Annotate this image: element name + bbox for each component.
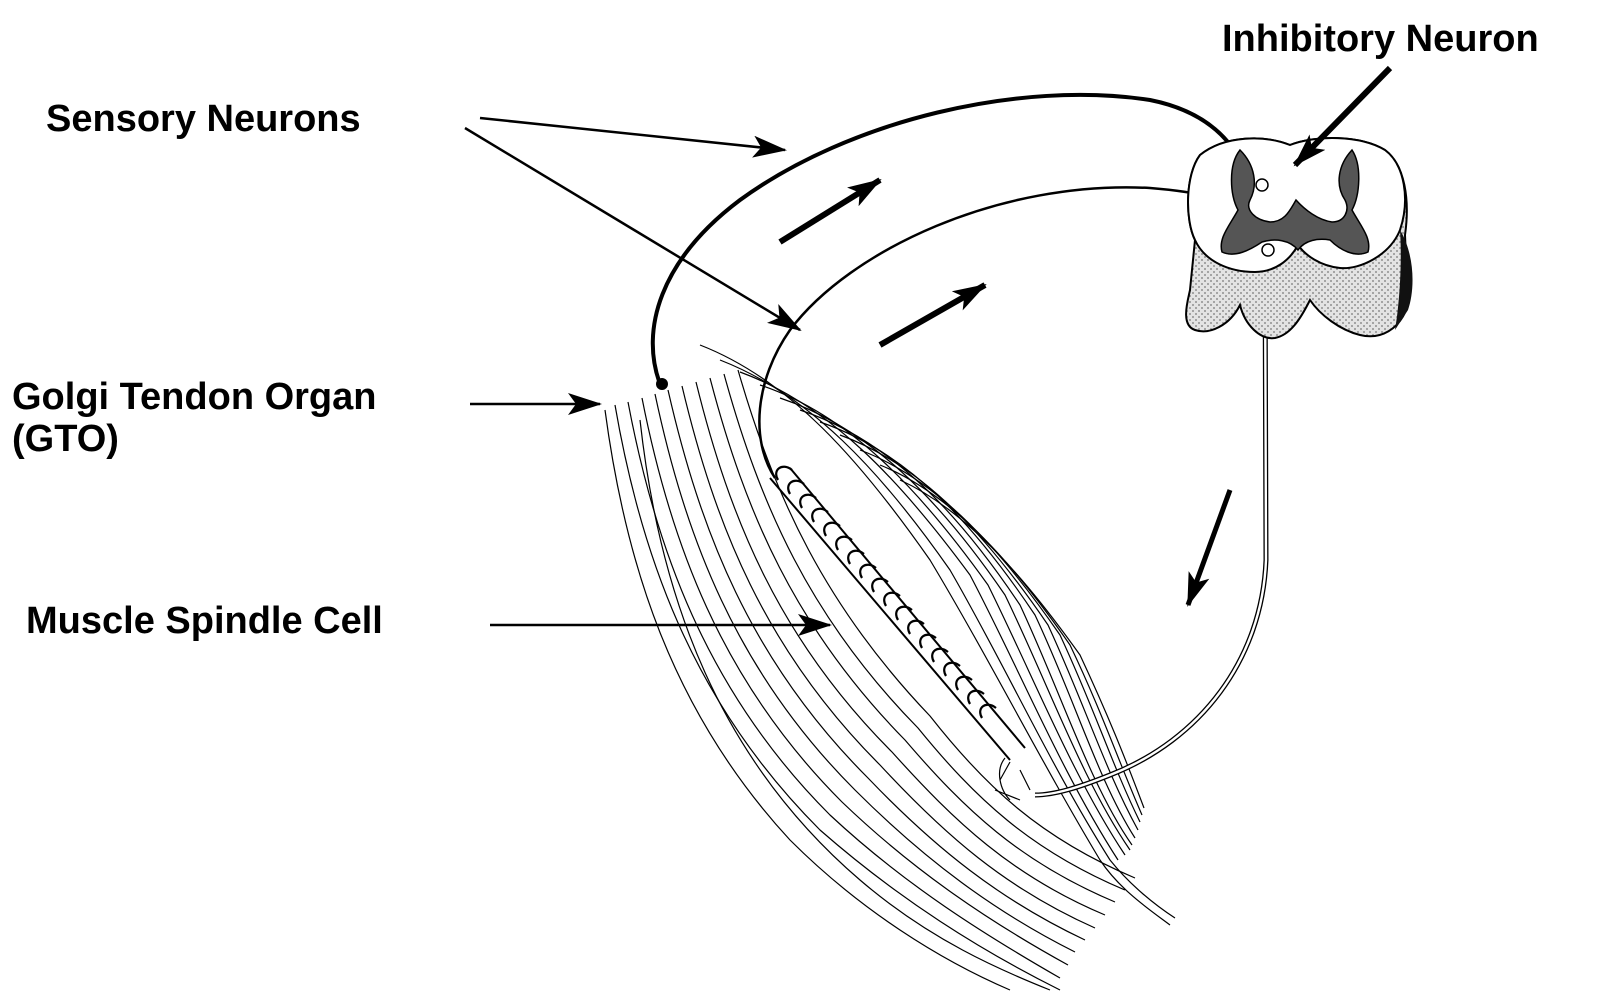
sensory-neuron-gto — [653, 95, 1250, 390]
muscle-spindle — [770, 467, 1030, 800]
direction-arrows — [780, 180, 1230, 605]
label-sensory-neurons: Sensory Neurons — [46, 100, 361, 138]
label-golgi-tendon-organ: Golgi Tendon Organ — [12, 378, 377, 416]
label-gto-abbrev: (GTO) — [12, 420, 119, 458]
spinal-cord — [1186, 138, 1412, 338]
sensory-neuron-spindle — [759, 187, 1250, 478]
muscle-fibers — [605, 345, 1175, 990]
label-muscle-spindle-cell: Muscle Spindle Cell — [26, 602, 383, 640]
label-inhibitory-neuron: Inhibitory Neuron — [1222, 20, 1539, 58]
motor-neuron — [1035, 250, 1266, 795]
